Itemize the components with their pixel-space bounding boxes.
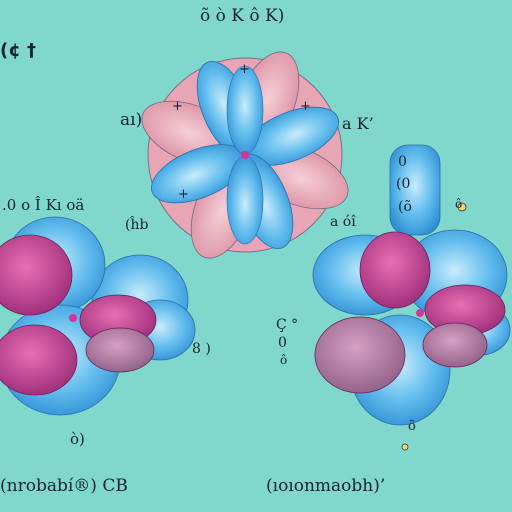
label-mid-right-left-a: Ç ° — [276, 317, 299, 333]
left-orbital-lobe-magenta-upper — [0, 234, 73, 316]
caption-bottom-right: (ıoıonmaobh)’ — [266, 476, 386, 496]
label-right-upper-a: 0 — [398, 154, 407, 170]
label-mid-right-left-b: 0 — [278, 335, 287, 351]
top-orbital-nucleus — [241, 151, 249, 159]
label-top-center: õ ò K ô K) — [200, 6, 285, 26]
top-orbital — [141, 51, 349, 259]
label-top-lobe-d: + — [178, 187, 189, 202]
left-orbital — [0, 216, 196, 416]
label-left-flower-right: 8 ) — [192, 341, 211, 357]
label-right-upper-b: (0 — [396, 176, 411, 192]
top-orbital-blue-lobes — [151, 61, 339, 249]
left-orbital-nucleus — [69, 314, 77, 322]
right-orbital-stem — [389, 144, 441, 236]
label-right-upper-c: (õ — [398, 199, 412, 215]
right-orbital — [312, 144, 511, 451]
label-mid-left: .0 o Î Kı oä — [2, 196, 85, 214]
label-top-lobe-a: + — [239, 62, 250, 77]
label-top-lobe-b: + — [172, 99, 183, 114]
label-top-lobe-c: + — [300, 99, 311, 114]
label-mid-center-left: (ĥb — [125, 217, 149, 233]
bottom-right-small-dot — [401, 443, 409, 451]
label-mid-right-left-c: ô — [280, 353, 288, 367]
left-orbital-lobe-mauve — [85, 327, 155, 373]
right-orbital-nucleus — [416, 309, 424, 317]
right-orbital-lobe-mauve-left — [314, 316, 406, 394]
label-mid-center-right: a óî — [330, 214, 356, 230]
label-bottom-left-small: ò) — [70, 430, 85, 448]
label-top-left: (¢ † — [0, 40, 37, 61]
label-right-of-top: a K’ — [342, 114, 374, 133]
caption-bottom-left: (nrobabí®) CB — [0, 476, 128, 496]
label-left-of-top: aı) — [120, 110, 143, 130]
label-dot-right: ô — [455, 197, 463, 211]
label-bottom-right-small: õ — [408, 419, 416, 434]
right-small-dot — [457, 202, 467, 212]
right-orbital-lobe-magenta-upper — [359, 231, 431, 309]
right-orbital-lobe-mauve-right — [422, 322, 488, 368]
left-orbital-lobe-magenta-lower — [0, 324, 78, 396]
